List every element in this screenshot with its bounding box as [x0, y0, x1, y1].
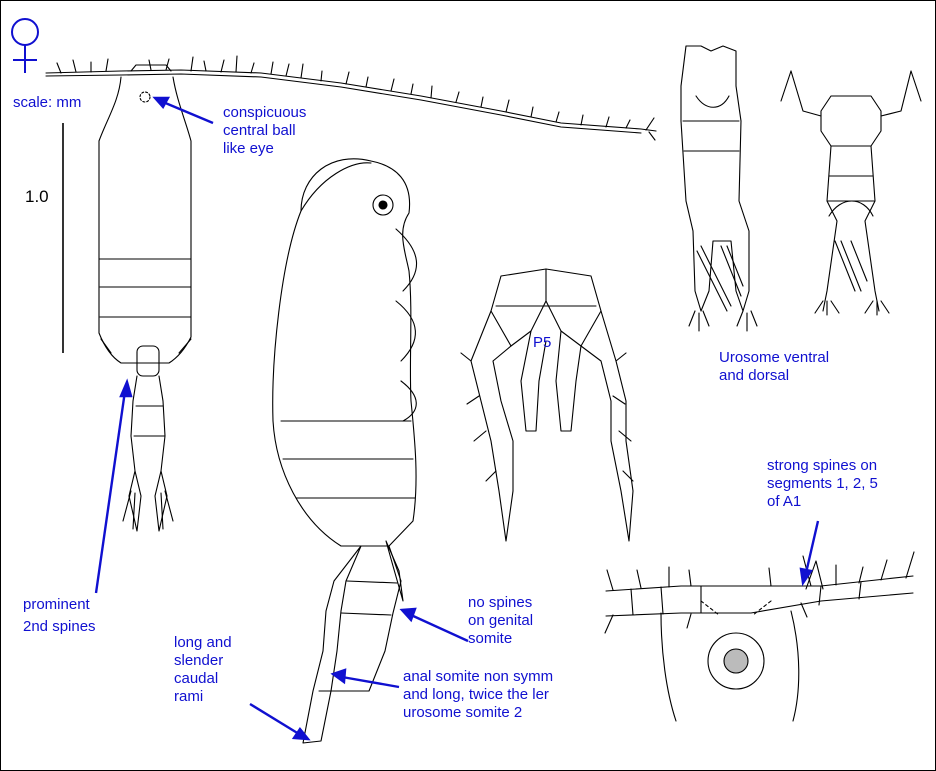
anal-somite-annotation: anal somite non symm and long, twice the… — [403, 668, 573, 722]
arrow-strong-spines — [806, 521, 818, 573]
head-detail — [605, 552, 914, 721]
scale-label: scale: mm — [13, 94, 81, 112]
p5-drawing — [461, 269, 633, 541]
caudal-rami-annotation: long and slender caudal rami — [174, 634, 232, 706]
arrow-caudal — [250, 704, 299, 734]
arrow-eye — [163, 102, 213, 123]
prominent-spines-annotation: prominent 2nd spines — [23, 594, 96, 638]
female-sign-icon — [9, 15, 41, 79]
scale-value-label: 1.0 — [25, 188, 49, 206]
dorsal-view — [46, 56, 656, 531]
arrow-anal — [342, 677, 399, 687]
arrow-no-spines — [411, 615, 468, 641]
strong-spines-annotation: strong spines on segments 1, 2, 5 of A1 — [767, 457, 878, 511]
p5-label: P5 — [533, 334, 551, 352]
urosome-annotation: Urosome ventral and dorsal — [719, 349, 829, 385]
arrow-prominent — [96, 391, 125, 593]
eye-annotation: conspicuous central ball like eye — [223, 104, 306, 158]
lateral-view — [273, 159, 417, 743]
urosome-drawings — [681, 46, 921, 331]
no-spines-annotation: no spines on genital somite — [468, 594, 533, 648]
